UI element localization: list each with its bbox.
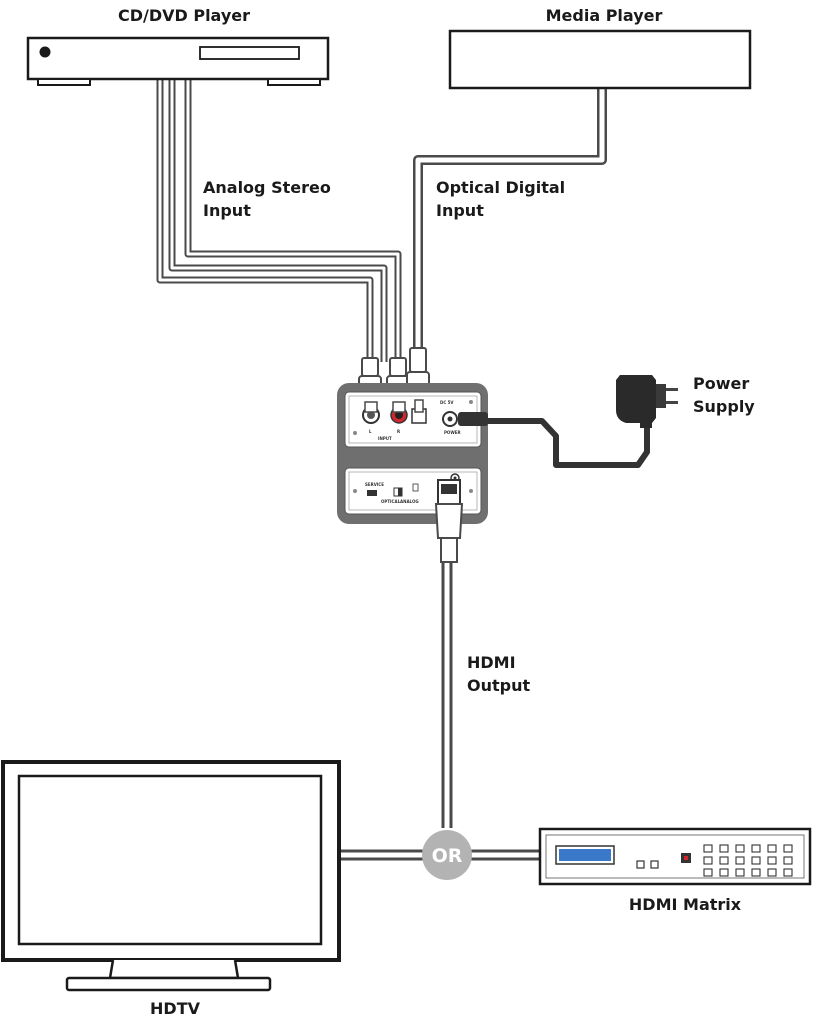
- optical-digital-label: Optical Digital: [436, 178, 565, 197]
- hdtv: [1, 760, 341, 992]
- power-led-label: POWER: [444, 430, 461, 435]
- dc-power-jack: [442, 411, 458, 427]
- hdtv-label: HDTV: [150, 999, 201, 1018]
- or-circle: [422, 830, 472, 880]
- power-cable: [487, 418, 650, 468]
- power-plug: [458, 412, 488, 426]
- optical-cable: [413, 88, 607, 350]
- hdtv-stand: [108, 959, 240, 980]
- jack-l-label: L: [369, 429, 372, 434]
- optical-switch-label: OPTICAL: [381, 499, 401, 504]
- disc-tray: [199, 46, 300, 60]
- analog-cable-middle: [168, 80, 388, 362]
- hdmi-matrix-label: HDMI Matrix: [629, 895, 742, 914]
- converter-device: L R INPUT DC 5V POWER SERVICE OPTICAL AN…: [337, 383, 488, 524]
- output-label: Output: [467, 676, 530, 695]
- optical-input-label: Input: [436, 201, 484, 220]
- power-adapter-icon: [616, 375, 678, 428]
- hdmi-label: HDMI: [467, 653, 516, 672]
- media-player: [448, 29, 752, 90]
- service-label: SERVICE: [365, 482, 384, 487]
- power-label: Power: [693, 374, 749, 393]
- service-port: [367, 490, 377, 496]
- or-label: OR: [432, 845, 463, 867]
- hdmi-plug: [434, 479, 464, 563]
- analog-stereo-label: Analog Stereo: [203, 178, 331, 197]
- hdmi-matrix: [538, 827, 812, 886]
- jack-r-label: R: [397, 429, 400, 434]
- input-label: INPUT: [378, 436, 392, 441]
- cd-player-label: CD/DVD Player: [118, 6, 250, 25]
- power-button-icon: [39, 46, 51, 58]
- supply-label: Supply: [693, 397, 755, 416]
- analog-switch-label: ANALOG: [400, 499, 419, 504]
- cd-dvd-player: [26, 36, 330, 86]
- analog-cable-left: [156, 80, 374, 362]
- media-player-label: Media Player: [546, 6, 663, 25]
- matrix-button-grid: [703, 844, 793, 877]
- analog-cable-right: [184, 80, 402, 362]
- dc-label: DC 5V: [440, 400, 454, 405]
- hdtv-screen: [17, 774, 323, 946]
- analog-input-label: Input: [203, 201, 251, 220]
